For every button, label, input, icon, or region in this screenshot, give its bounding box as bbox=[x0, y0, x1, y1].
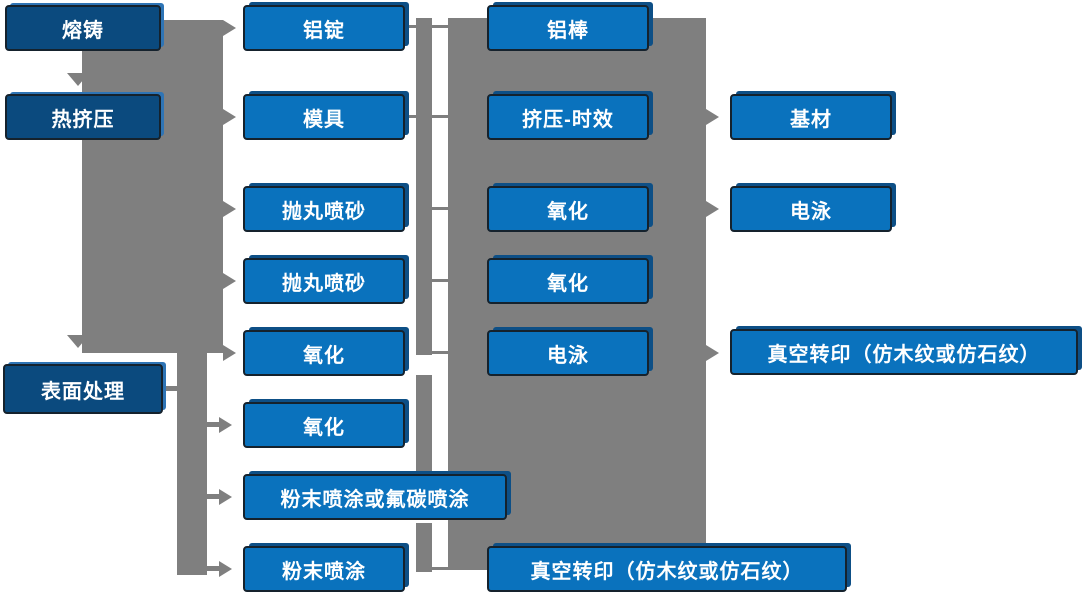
node-hot-extrusion-label: 热挤压 bbox=[51, 108, 115, 131]
node-mold: 模具 bbox=[243, 94, 405, 140]
arrowhead-to-shot-blasting-1 bbox=[223, 201, 236, 217]
arrowhead-to-shot-blasting-2 bbox=[223, 273, 236, 289]
node-base-material: 基材 bbox=[730, 94, 892, 140]
node-anodizing-3-label: 氧化 bbox=[547, 200, 589, 223]
node-vacuum-transfer-bottom: 真空转印（仿木纹或仿石纹） bbox=[487, 546, 847, 592]
node-powder-or-fluorocarbon: 粉末喷涂或氟碳喷涂 bbox=[243, 474, 507, 520]
connector-mid-bar-seg1 bbox=[416, 18, 432, 355]
node-aluminum-ingot-label: 铝锭 bbox=[303, 19, 345, 42]
node-extrusion-aging-label: 挤压-时效 bbox=[522, 108, 614, 131]
node-electrophoresis-1-label: 电泳 bbox=[547, 344, 589, 367]
node-shot-blasting-2-label: 抛丸喷砂 bbox=[282, 272, 366, 295]
node-vacuum-transfer-right-label: 真空转印（仿木纹或仿石纹） bbox=[767, 343, 1041, 366]
arrowhead-to-electrophoresis-2 bbox=[706, 201, 719, 217]
arrowhead-to-base-material bbox=[706, 109, 719, 125]
connector-mid-bar-seg2 bbox=[416, 375, 432, 472]
node-anodizing-1-label: 氧化 bbox=[303, 344, 345, 367]
arrowhead-to-vacuum-transfer-right bbox=[706, 345, 719, 361]
connector-surface-stub bbox=[163, 386, 177, 391]
node-shot-blasting-1-label: 抛丸喷砂 bbox=[282, 200, 366, 223]
connector-stub-row4 bbox=[432, 279, 448, 282]
node-melting-casting: 熔铸 bbox=[5, 5, 161, 51]
node-shot-blasting-1: 抛丸喷砂 bbox=[243, 186, 405, 232]
connector-main-bar bbox=[82, 20, 223, 353]
node-powder-coating: 粉末喷涂 bbox=[243, 546, 405, 592]
node-electrophoresis-2: 电泳 bbox=[730, 186, 892, 232]
connector-mid-bar-seg3 bbox=[416, 523, 432, 572]
node-hot-extrusion: 热挤压 bbox=[5, 94, 161, 140]
connector-arrow-stem-row7 bbox=[207, 494, 221, 499]
node-aluminum-rod: 铝棒 bbox=[487, 5, 649, 51]
node-mold-label: 模具 bbox=[303, 108, 345, 131]
arrowhead-to-aluminum-ingot bbox=[223, 20, 236, 36]
arrowhead-to-mold bbox=[223, 109, 236, 125]
node-aluminum-ingot: 铝锭 bbox=[243, 5, 405, 51]
connector-stub-row2 bbox=[405, 115, 448, 118]
arrowhead-to-hot-extrusion bbox=[67, 73, 89, 86]
node-powder-or-fluorocarbon-label: 粉末喷涂或氟碳喷涂 bbox=[280, 488, 470, 511]
connector-stub-row1 bbox=[405, 25, 448, 28]
node-powder-coating-label: 粉末喷涂 bbox=[282, 560, 366, 583]
node-aluminum-rod-label: 铝棒 bbox=[547, 19, 589, 42]
node-electrophoresis-1: 电泳 bbox=[487, 330, 649, 376]
node-extrusion-aging: 挤压-时效 bbox=[487, 94, 649, 140]
arrowhead-to-powder-or-fluorocarbon bbox=[219, 489, 232, 505]
connector-stub-row3 bbox=[432, 207, 448, 210]
arrowhead-to-surface-treatment bbox=[67, 335, 89, 348]
arrowhead-to-anodizing-1 bbox=[223, 345, 236, 361]
connector-stub-row8 bbox=[432, 567, 448, 570]
node-anodizing-3: 氧化 bbox=[487, 186, 649, 232]
connector-branch-bar bbox=[177, 353, 207, 575]
node-anodizing-1: 氧化 bbox=[243, 330, 405, 376]
connector-arrow-stem-row8 bbox=[207, 566, 221, 571]
node-melting-casting-label: 熔铸 bbox=[62, 19, 104, 42]
node-surface-treatment: 表面处理 bbox=[3, 364, 163, 414]
node-surface-treatment-label: 表面处理 bbox=[41, 380, 125, 403]
node-anodizing-2: 氧化 bbox=[243, 402, 405, 448]
arrowhead-to-anodizing-2 bbox=[219, 417, 232, 433]
node-electrophoresis-2-label: 电泳 bbox=[790, 200, 832, 223]
connector-arrow-stem-row6 bbox=[207, 422, 221, 427]
node-vacuum-transfer-right: 真空转印（仿木纹或仿石纹） bbox=[730, 329, 1078, 375]
node-shot-blasting-2: 抛丸喷砂 bbox=[243, 258, 405, 304]
node-vacuum-transfer-bottom-label: 真空转印（仿木纹或仿石纹） bbox=[530, 560, 804, 583]
connector-stub-row5 bbox=[432, 351, 448, 354]
node-base-material-label: 基材 bbox=[790, 108, 832, 131]
node-anodizing-2-label: 氧化 bbox=[303, 416, 345, 439]
node-anodizing-4: 氧化 bbox=[487, 258, 649, 304]
node-anodizing-4-label: 氧化 bbox=[547, 272, 589, 295]
arrowhead-to-powder-coating bbox=[219, 561, 232, 577]
